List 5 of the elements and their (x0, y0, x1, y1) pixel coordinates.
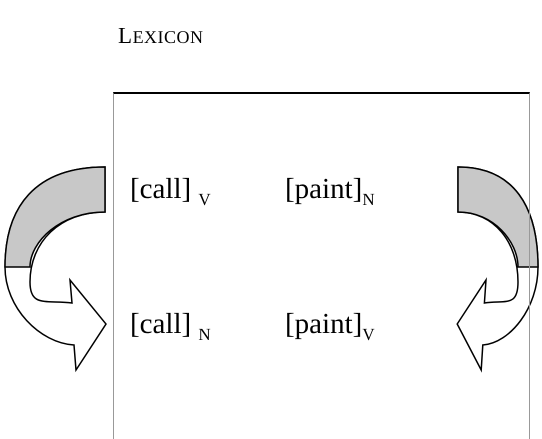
lexicon-heading: LEXICON (118, 23, 204, 49)
word-form-label: [paint]$_{N}$ (280, 167, 458, 211)
word-form-label: [call] $_{N}$ (108, 302, 258, 346)
word-form-label: [paint]$_{V}$ (280, 302, 458, 346)
word-form-label: [call] $_{V}$ (108, 167, 258, 211)
